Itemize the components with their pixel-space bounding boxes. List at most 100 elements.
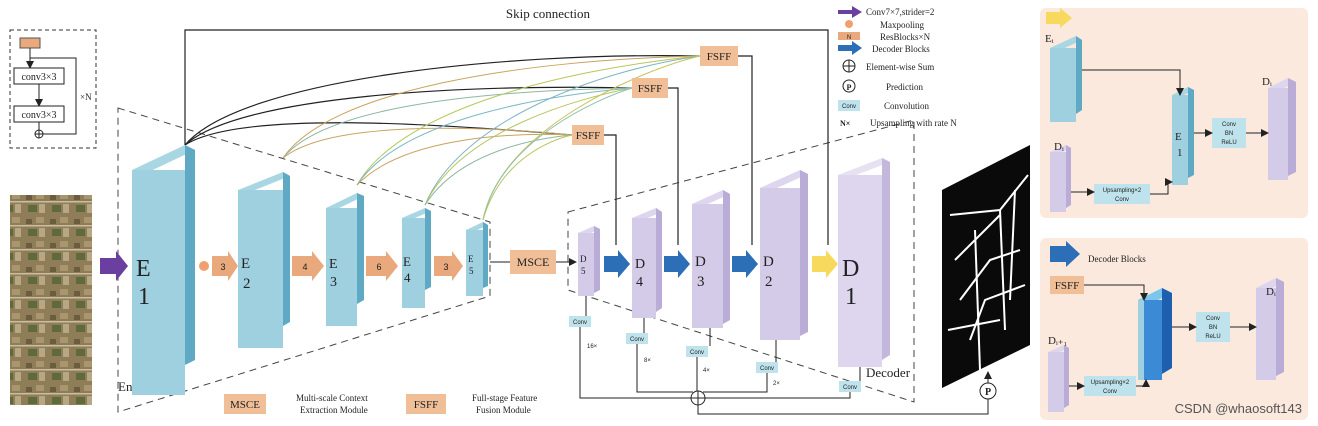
fsff-1: FSFF: [707, 51, 731, 63]
upsample-rate-4: 4×: [703, 368, 710, 374]
msce-legend-box: [224, 394, 266, 414]
legend-upsampling: Upsampling with rate N: [870, 118, 957, 128]
panel1-e-block: E: [1175, 131, 1182, 143]
conv-d4: Conv: [630, 337, 644, 343]
d2-letter: D: [763, 254, 774, 270]
input-satellite-image: [10, 195, 92, 405]
panel1-conv: Conv: [1115, 197, 1129, 203]
conv-d2: Conv: [760, 366, 774, 372]
d1-letter: D: [842, 256, 859, 282]
watermark: CSDN @whaosoft143: [1174, 401, 1302, 416]
legend: [838, 6, 862, 111]
resblock-count-2: 4: [302, 262, 307, 272]
msce-box: [510, 250, 556, 274]
msce-desc-2: Extraction Module: [300, 405, 368, 415]
panel2-conv: Conv: [1103, 389, 1117, 395]
conv7-legend-icon: [838, 6, 862, 18]
d3-index: 3: [697, 274, 705, 290]
legend-sum: Element-wise Sum: [866, 62, 934, 72]
upsample-rate-8: 8×: [644, 358, 651, 364]
resblock-arrows: [212, 251, 463, 281]
panel2-cbr-box: [1196, 312, 1230, 342]
legend-prediction: Prediction: [886, 82, 923, 92]
e3-letter: E: [329, 257, 338, 272]
d4-letter: D: [635, 257, 645, 272]
msce-desc-1: Multi-scale Context: [296, 393, 368, 403]
resblock-inset-badge: [19, 37, 41, 49]
e5-letter: E: [468, 254, 474, 264]
e4-letter: E: [403, 254, 411, 269]
panel2-title: Decoder Blocks: [1088, 254, 1146, 264]
resblock-legend-badge: N: [847, 35, 851, 41]
conv-d5: Conv: [573, 320, 587, 326]
encoder-blocks: [132, 145, 488, 395]
e2-letter: E: [241, 256, 250, 272]
d1-index: 1: [845, 284, 857, 310]
fsff-desc-1: Full-stage Feature: [472, 393, 537, 403]
prediction-legend-icon: [842, 79, 856, 93]
resblock-conv-a: conv3×3: [21, 72, 56, 83]
conv-legend-badge: Conv: [842, 104, 856, 110]
fsff-boxes: FSFF FSFF FSFF: [572, 46, 738, 145]
resblock-repeat: ×N: [80, 92, 92, 102]
decoder-block-arrows: [604, 250, 758, 278]
fsff-2: FSFF: [638, 83, 662, 95]
decoder-label: Decoder: [866, 365, 911, 380]
d4-index: 4: [636, 275, 643, 290]
e4-index: 4: [404, 270, 411, 285]
prediction-icon: [979, 382, 997, 400]
panel1-cbr-bn: BN: [1225, 131, 1233, 137]
decoder-legend-icon: [838, 41, 862, 55]
panel1-e-block-idx: 1: [1177, 147, 1183, 159]
sum-paths: [579, 296, 992, 415]
prediction-legend-badge: P: [847, 83, 852, 92]
conv7-arrow-icon: [100, 251, 128, 281]
resblock-conv-b: conv3×3: [21, 110, 56, 121]
panel2-cbr-relu: ReLU: [1205, 334, 1220, 340]
legend-maxpool: Maxpooling: [880, 20, 924, 30]
diagram-title: Skip connection: [506, 6, 591, 21]
conv-legend-icon: [838, 100, 860, 111]
panel2-cbr-conv: Conv: [1206, 316, 1220, 322]
encoder-region: [117, 107, 491, 413]
panel1-upsampling: Upsampling×2: [1103, 188, 1142, 194]
d5-index: 5: [581, 266, 586, 276]
panel1-e-label: Eᵢ: [1045, 33, 1054, 45]
d5-letter: D: [580, 254, 587, 264]
d3-letter: D: [695, 254, 706, 270]
legend-conv7: Conv7×7,strider=2: [866, 7, 934, 17]
msce-legend-badge: MSCE: [230, 399, 260, 411]
fusion-curves: [282, 55, 701, 221]
legend-convolution: Convolution: [884, 101, 930, 111]
e5-index: 5: [469, 266, 474, 276]
resblock-inset: conv3×3 conv3×3 ×N: [9, 29, 97, 149]
panel-decoder-detail: [1040, 238, 1308, 420]
maxpool-icon: [199, 261, 209, 271]
panel1-d-label: Dᵢ: [1054, 141, 1064, 153]
panel2-fsff-box: [1050, 276, 1084, 294]
panel2-arrow-icon: [1050, 241, 1080, 267]
panel-fsff-detail: [1040, 8, 1308, 218]
panel2-out-label: Dᵢ: [1266, 286, 1276, 298]
final-upsample-arrow-icon: [812, 250, 838, 278]
panel1-out-label: Dᵢ: [1262, 76, 1272, 88]
panel2-fsff: FSFF: [1055, 280, 1079, 292]
decoder-blocks: [578, 158, 890, 367]
msce-label: MSCE: [517, 255, 550, 269]
e1-letter: E: [136, 256, 151, 282]
fsff-legend-badge: FSFF: [414, 399, 438, 411]
conv-d3: Conv: [690, 350, 704, 356]
upsample-rate-2: 2×: [773, 381, 780, 387]
maxpool-legend-icon: [845, 20, 853, 28]
fsff-desc-2: Fusion Module: [476, 405, 531, 415]
e3-index: 3: [330, 275, 337, 290]
output-road-mask: [942, 145, 1030, 388]
legend-resblocks: ResBlocks×N: [880, 32, 931, 42]
panel1-cbr-box: [1212, 118, 1246, 148]
resblock-count-1: 3: [220, 262, 225, 272]
decoder-region: [567, 119, 915, 403]
panel2-upsampling: Upsampling×2: [1091, 380, 1130, 386]
panel2-upsample-box: [1084, 376, 1136, 396]
fsff-legend-box: [406, 394, 446, 414]
